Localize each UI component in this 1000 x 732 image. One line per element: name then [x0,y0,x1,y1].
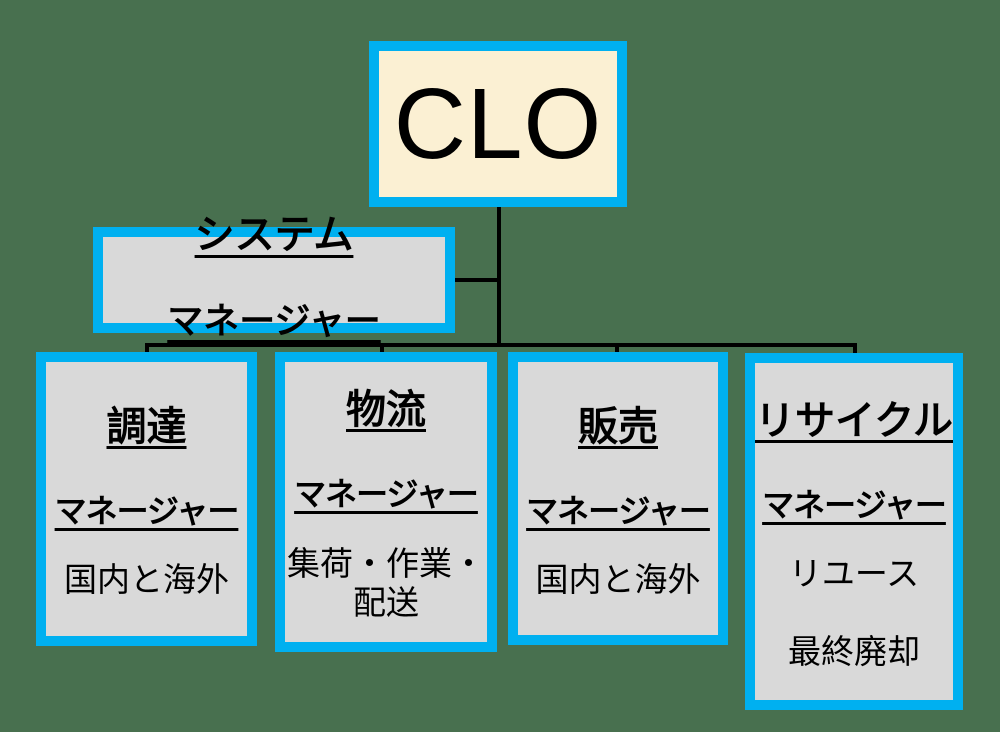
department-node-recycle: リサイクル マネージャー リユース 最終廃却 [745,353,963,710]
connector-stub-procurement [145,345,149,356]
connector-stub-sales [615,345,619,356]
connector-departments-horizontal-line [145,343,857,347]
department-role: マネージャー [54,493,240,529]
department-detail: リユース [788,555,920,593]
department-node-sales: 販売 マネージャー 国内と海外 [508,352,728,645]
department-title: リサイクル [755,398,953,443]
department-role: マネージャー [526,492,711,529]
connector-stub-recycle [853,345,857,356]
department-node-logistics: 物流 マネージャー 集荷・作業・配送 [275,352,497,652]
department-role: マネージャー [762,486,947,523]
department-detail: 集荷・作業・配送 [287,544,485,622]
department-detail: 国内と海外 [535,560,701,598]
root-node-label: CLO [393,68,603,180]
department-title: 販売 [578,404,658,449]
department-role: マネージャー [294,476,479,513]
department-detail: 最終廃却 [788,632,920,670]
connector-assistant-branch-line [453,278,499,282]
department-title: 調達 [106,405,187,449]
department-node-procurement: 調達 マネージャー 国内と海外 [36,352,257,646]
connector-root-vertical-line [497,207,501,346]
assistant-node-role: マネージャー [167,300,381,341]
assistant-node-title: システム [194,213,354,257]
root-node-clo: CLO [369,41,627,207]
department-detail: 国内と海外 [64,561,229,599]
connector-stub-logistics [380,345,384,356]
assistant-node-system-manager [93,227,455,333]
department-title: 物流 [346,388,426,433]
